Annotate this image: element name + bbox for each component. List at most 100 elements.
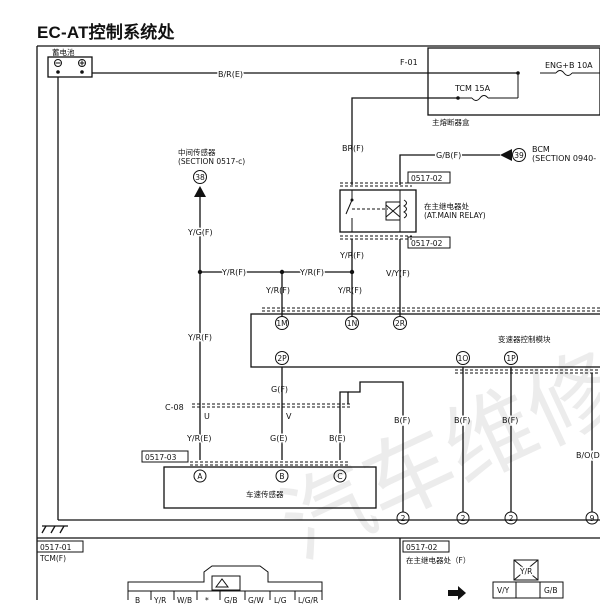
wire-label-yr-f-left: Y/R(F) [187, 333, 212, 342]
bcm-label: BCM [532, 145, 550, 154]
svg-text:1O: 1O [458, 354, 469, 363]
c08-label: C-08 [165, 403, 184, 412]
relay-top-dashes [340, 182, 412, 187]
ground-pin-2: 2 [456, 511, 470, 525]
speed-sensor-pin-c: C [333, 469, 347, 483]
relay-ref-bottom-box [407, 236, 451, 249]
wire-label-br-f: BR(F) [342, 144, 364, 153]
bottom-left-label: TCM(F) [39, 554, 66, 563]
mid-sensor-label: 中间传感器 [178, 147, 216, 157]
speed-sensor-dashes [190, 461, 350, 466]
tcm-pin-1n: 1N [345, 316, 359, 330]
wire-label-yr-f-relay: Y/R(F) [339, 251, 364, 260]
wire-label-b-f-ground: B(F) [394, 416, 410, 425]
svg-text:2P: 2P [277, 354, 287, 363]
relay-bottom-dashes [340, 235, 412, 240]
speed-sensor-box [163, 466, 377, 509]
wire-label-vy-f: V/Y(F) [386, 269, 410, 278]
tcm-pin-1o: 1O [456, 351, 470, 365]
tcm-bottom-dashes [455, 369, 600, 374]
svg-text:1M: 1M [276, 319, 287, 328]
relay-ref-bottom: 0517-02 [411, 239, 443, 248]
connector-cell-8: L/G/R [298, 596, 318, 604]
wire-br-f [351, 97, 458, 185]
svg-text:A: A [197, 472, 203, 481]
wire-label-yr-f-1n: Y/R(F) [337, 286, 362, 295]
relay-box [339, 189, 417, 233]
tcm-pin-1m: 1M [275, 316, 289, 330]
mid-sensor-pin: 38 [195, 173, 205, 182]
junction-dot [197, 269, 203, 275]
bcm-pin: 39 [514, 151, 524, 160]
bottom-right-ref: 0517-02 [406, 543, 438, 552]
fuse-box [427, 47, 600, 116]
speed-sensor-pin-b: B [275, 469, 289, 483]
connector-cell-5: G/B [224, 596, 237, 604]
speed-sensor-label: 车速传感器 [246, 489, 284, 499]
wire-label-yr-f-1m: Y/R(F) [265, 286, 290, 295]
svg-text:2R: 2R [395, 319, 405, 328]
mid-sensor-pin-circle [193, 170, 207, 184]
relay-label-cn: 在主继电器处 [424, 201, 469, 211]
wire-label-br-e: B/R(E) [218, 70, 243, 79]
speed-sensor-ref-box [141, 450, 189, 463]
wire-gb-f [399, 154, 500, 185]
fuse-tcm-label: TCM 15A [454, 84, 491, 93]
svg-text:2: 2 [509, 514, 514, 523]
arrow-right-icon [448, 586, 466, 600]
tcm-pin-1p: 1P [504, 351, 518, 365]
relay-ref-top: 0517-02 [411, 174, 443, 183]
wire-label-bo-d: B/O(D [576, 451, 600, 460]
wire-label-b-f-1p: B(F) [502, 416, 518, 425]
relay-pin-gb: G/B [544, 586, 557, 595]
svg-text:C: C [337, 472, 342, 481]
connector-cell-7: L/G [274, 596, 287, 604]
svg-text:9: 9 [590, 514, 595, 523]
junction-dot [349, 269, 355, 275]
fuse-eng-icon [516, 70, 600, 76]
wire-label-yg-f: Y/G(F) [187, 228, 213, 237]
bottom-right-ref-box [402, 540, 450, 553]
relay-switch-icon [345, 190, 388, 232]
page-title: EC-AT控制系统处 [37, 23, 175, 42]
c08-connector-dashes [192, 403, 352, 408]
svg-text:2: 2 [461, 514, 466, 523]
tcm-connector-face [127, 565, 323, 600]
relay-ref-top-box [407, 171, 451, 184]
connector-cell-6: G/W [248, 596, 264, 604]
bottom-left-ref: 0517-01 [40, 543, 72, 552]
bcm-pin-circle [512, 148, 526, 162]
wire-b-e [339, 391, 349, 460]
battery-icon [47, 56, 93, 78]
relay-pin-yr: Y/R [519, 567, 532, 576]
fuse-tcm-icon [456, 95, 518, 101]
fuse-box-label: 主熔断器盒 [432, 117, 470, 127]
svg-text:2: 2 [401, 514, 406, 523]
bottom-left-ref-box [36, 540, 84, 553]
bottom-right-label: 在主继电器处（F） [406, 555, 470, 565]
bcm-section: (SECTION 0940- [532, 154, 596, 163]
wire-label-b-f-1o: B(F) [454, 416, 470, 425]
fuse-eng-label: ENG+B 10A [545, 61, 593, 70]
tcm-pin-2r: 2R [393, 316, 407, 330]
mid-sensor-arrow-icon [194, 186, 206, 197]
wire-label-g-f: G(F) [271, 385, 288, 394]
connector-cell-4: * [205, 596, 209, 604]
relay-pin-vy: V/Y [497, 586, 510, 595]
mid-sensor-section: (SECTION 0517-c) [178, 157, 245, 166]
relay-label-en: (AT.MAIN RELAY) [424, 211, 486, 220]
bcm-arrow-icon [500, 149, 512, 161]
tcm-module-box [250, 313, 600, 368]
svg-text:1N: 1N [347, 319, 357, 328]
connector-cell-2: Y/R [153, 596, 166, 604]
fuse-box-connector: F-01 [400, 58, 418, 67]
wire-label-b-e: B(E) [329, 434, 346, 443]
wire-label-yr-f-h1: Y/R(F) [221, 268, 246, 277]
svg-text:1P: 1P [506, 354, 516, 363]
wire-label-yr-e: Y/R(E) [186, 434, 211, 443]
c08-pin-u: U [204, 412, 210, 421]
speed-sensor-pin-a: A [193, 469, 207, 483]
wire-label-yr-f-h2: Y/R(F) [299, 268, 324, 277]
speed-sensor-ref: 0517-03 [145, 453, 177, 462]
